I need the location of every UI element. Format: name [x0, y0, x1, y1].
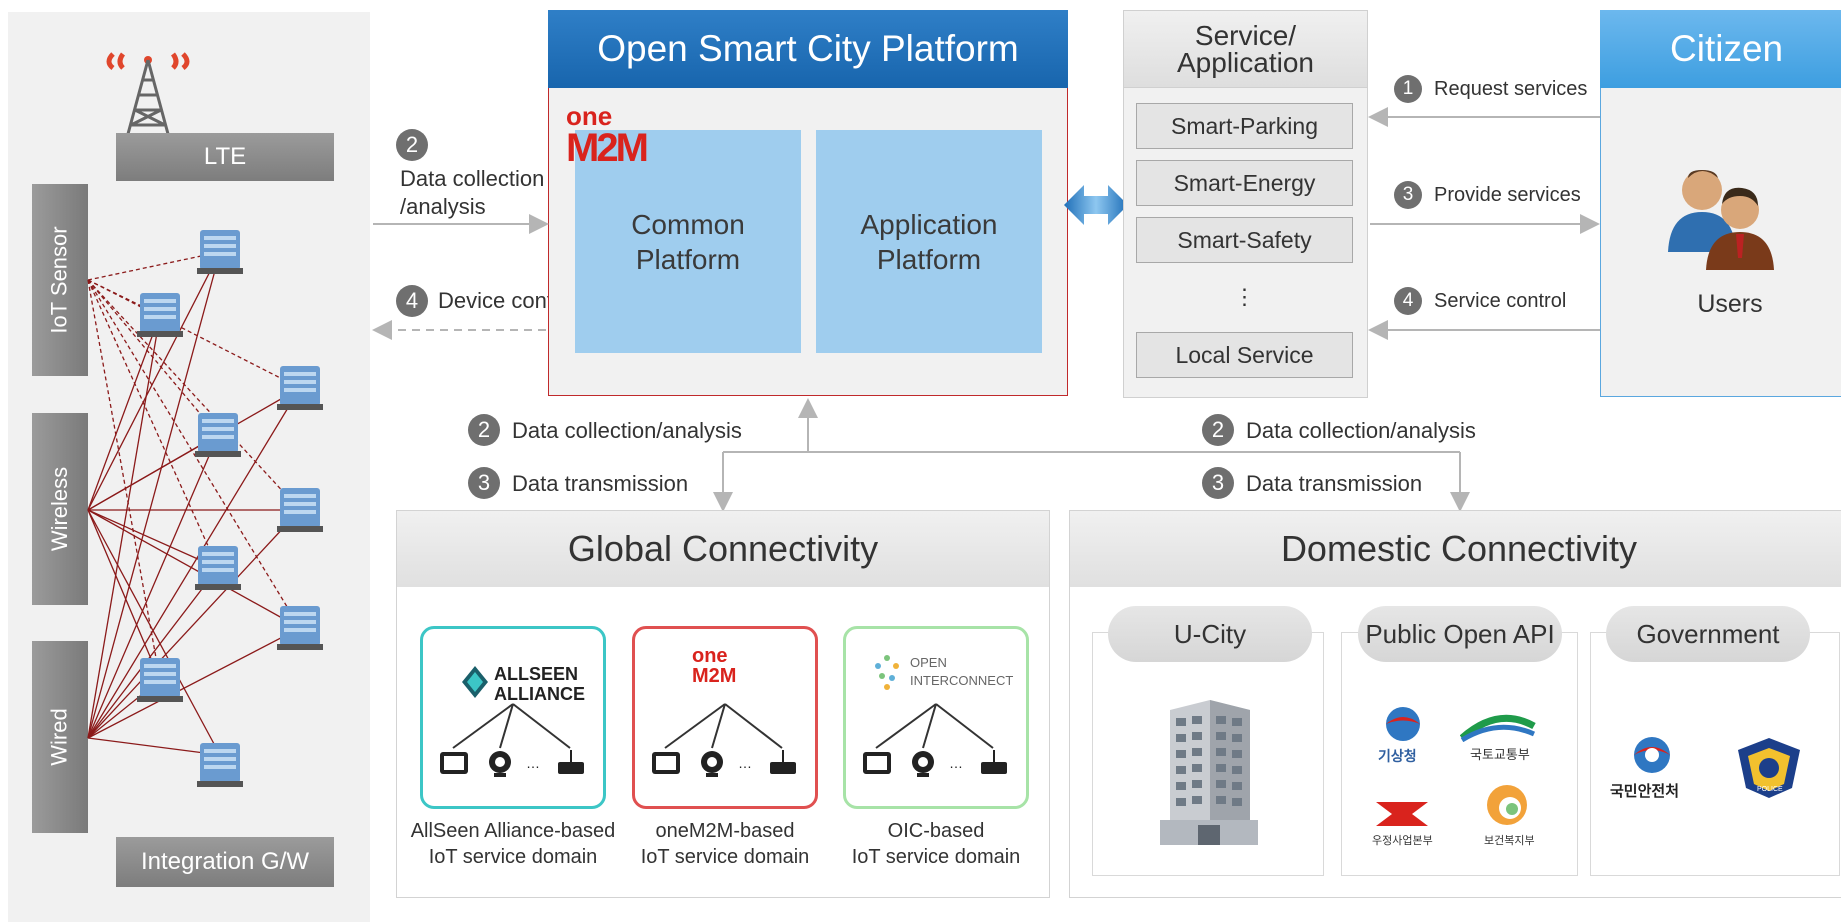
integration-gateway-label: Integration G/W	[116, 837, 334, 887]
domestic-data-transmission-label: Data transmission	[1246, 471, 1423, 496]
global-data-transmission-label: Data transmission	[512, 471, 689, 496]
step-badge: 4	[396, 285, 428, 317]
server-icons	[137, 230, 323, 787]
domestic-connectivity-title: Domestic Connectivity	[1070, 511, 1841, 587]
request-services-label: Request services	[1434, 78, 1588, 100]
oic-caption: OIC-based IoT service domain	[851, 820, 1021, 868]
mohw-logo-icon	[1487, 785, 1527, 825]
step-badge: 1	[1394, 75, 1422, 103]
service-item-smart-energy: Smart-Energy	[1136, 160, 1353, 206]
svg-text:…: …	[949, 755, 963, 771]
service-item-smart-safety: Smart-Safety	[1136, 217, 1353, 263]
public-open-api-pill: Public Open API	[1358, 606, 1562, 662]
svg-text:…: …	[738, 755, 752, 771]
allseen-logo-text: ALLSEEN ALLIANCE	[494, 664, 585, 704]
iot-sensor-bar: IoT Sensor	[32, 184, 88, 376]
data-collection-label: Data collection /analysis	[400, 166, 545, 219]
service-title: Service/ Application	[1123, 10, 1368, 88]
allseen-caption: AllSeen Alliance-based IoT service domai…	[410, 820, 616, 868]
global-connectivity-title: Global Connectivity	[397, 511, 1049, 587]
bidirectional-arrow-icon	[1064, 185, 1128, 225]
onem2m-caption: oneM2M-based IoT service domain	[640, 820, 810, 868]
oic-logo-text: OPEN INTERCONNECT	[910, 655, 1014, 688]
onem2m-logo: one M2M	[566, 101, 649, 170]
citizen-title: Citizen	[1600, 10, 1841, 88]
wired-bar: Wired	[32, 641, 88, 833]
service-item-smart-parking: Smart-Parking	[1136, 103, 1353, 149]
step-badge: 2	[396, 129, 428, 161]
service-item-local: Local Service	[1136, 332, 1353, 378]
police-logo-text: POLICE	[1757, 786, 1783, 793]
common-platform: Common Platform	[575, 130, 801, 353]
step-badge: 3	[468, 467, 500, 499]
wireless-bar: Wireless	[32, 413, 88, 605]
step-badge: 4	[1394, 287, 1422, 315]
users-icon	[1668, 170, 1774, 270]
government-pill: Government	[1606, 606, 1810, 662]
kma-logo-icon	[1386, 707, 1420, 741]
onem2m-card-logo: one M2M	[692, 645, 737, 687]
step-badge: 3	[1394, 181, 1422, 209]
lte-tower-icon	[106, 52, 190, 146]
users-label: Users	[1697, 290, 1763, 318]
mpss-logo-icon	[1634, 737, 1670, 773]
allseen-domain-card	[420, 626, 606, 809]
mohw-logo-text: 보건복지부	[1484, 835, 1535, 847]
u-city-pill: U-City	[1108, 606, 1312, 662]
step-badge: 2	[1202, 414, 1234, 446]
service-control-label: Service control	[1434, 290, 1567, 312]
building-icon	[1160, 700, 1258, 845]
step-badge: 2	[468, 414, 500, 446]
molit-logo-text: 국토교통부	[1470, 747, 1530, 762]
device-trees: … … …	[440, 703, 1007, 777]
service-ellipsis: ⋮	[1233, 284, 1256, 309]
public-open-api-section	[1341, 632, 1578, 876]
svg-text:…: …	[526, 755, 540, 771]
koreapost-logo-text: 우정사업본부	[1372, 835, 1433, 847]
platform-title: Open Smart City Platform	[548, 10, 1068, 88]
global-data-collection-label: Data collection/analysis	[512, 418, 742, 443]
onem2m-domain-card	[632, 626, 818, 809]
device-network-links	[87, 230, 323, 787]
mpss-logo-text: 국민안전처	[1610, 783, 1680, 800]
step-badge: 3	[1202, 467, 1234, 499]
oic-domain-card	[843, 626, 1029, 809]
lte-label: LTE	[116, 133, 334, 181]
molit-logo-icon	[1460, 714, 1536, 742]
kma-logo-text: 기상청	[1378, 748, 1417, 764]
allseen-logo-icon	[462, 666, 488, 698]
koreapost-logo-icon	[1376, 802, 1428, 826]
oic-logo-icon	[875, 655, 899, 690]
domestic-data-collection-label: Data collection/analysis	[1246, 418, 1476, 443]
application-platform: Application Platform	[816, 130, 1042, 353]
police-logo-icon	[1738, 738, 1800, 798]
provide-services-label: Provide services	[1434, 184, 1581, 206]
